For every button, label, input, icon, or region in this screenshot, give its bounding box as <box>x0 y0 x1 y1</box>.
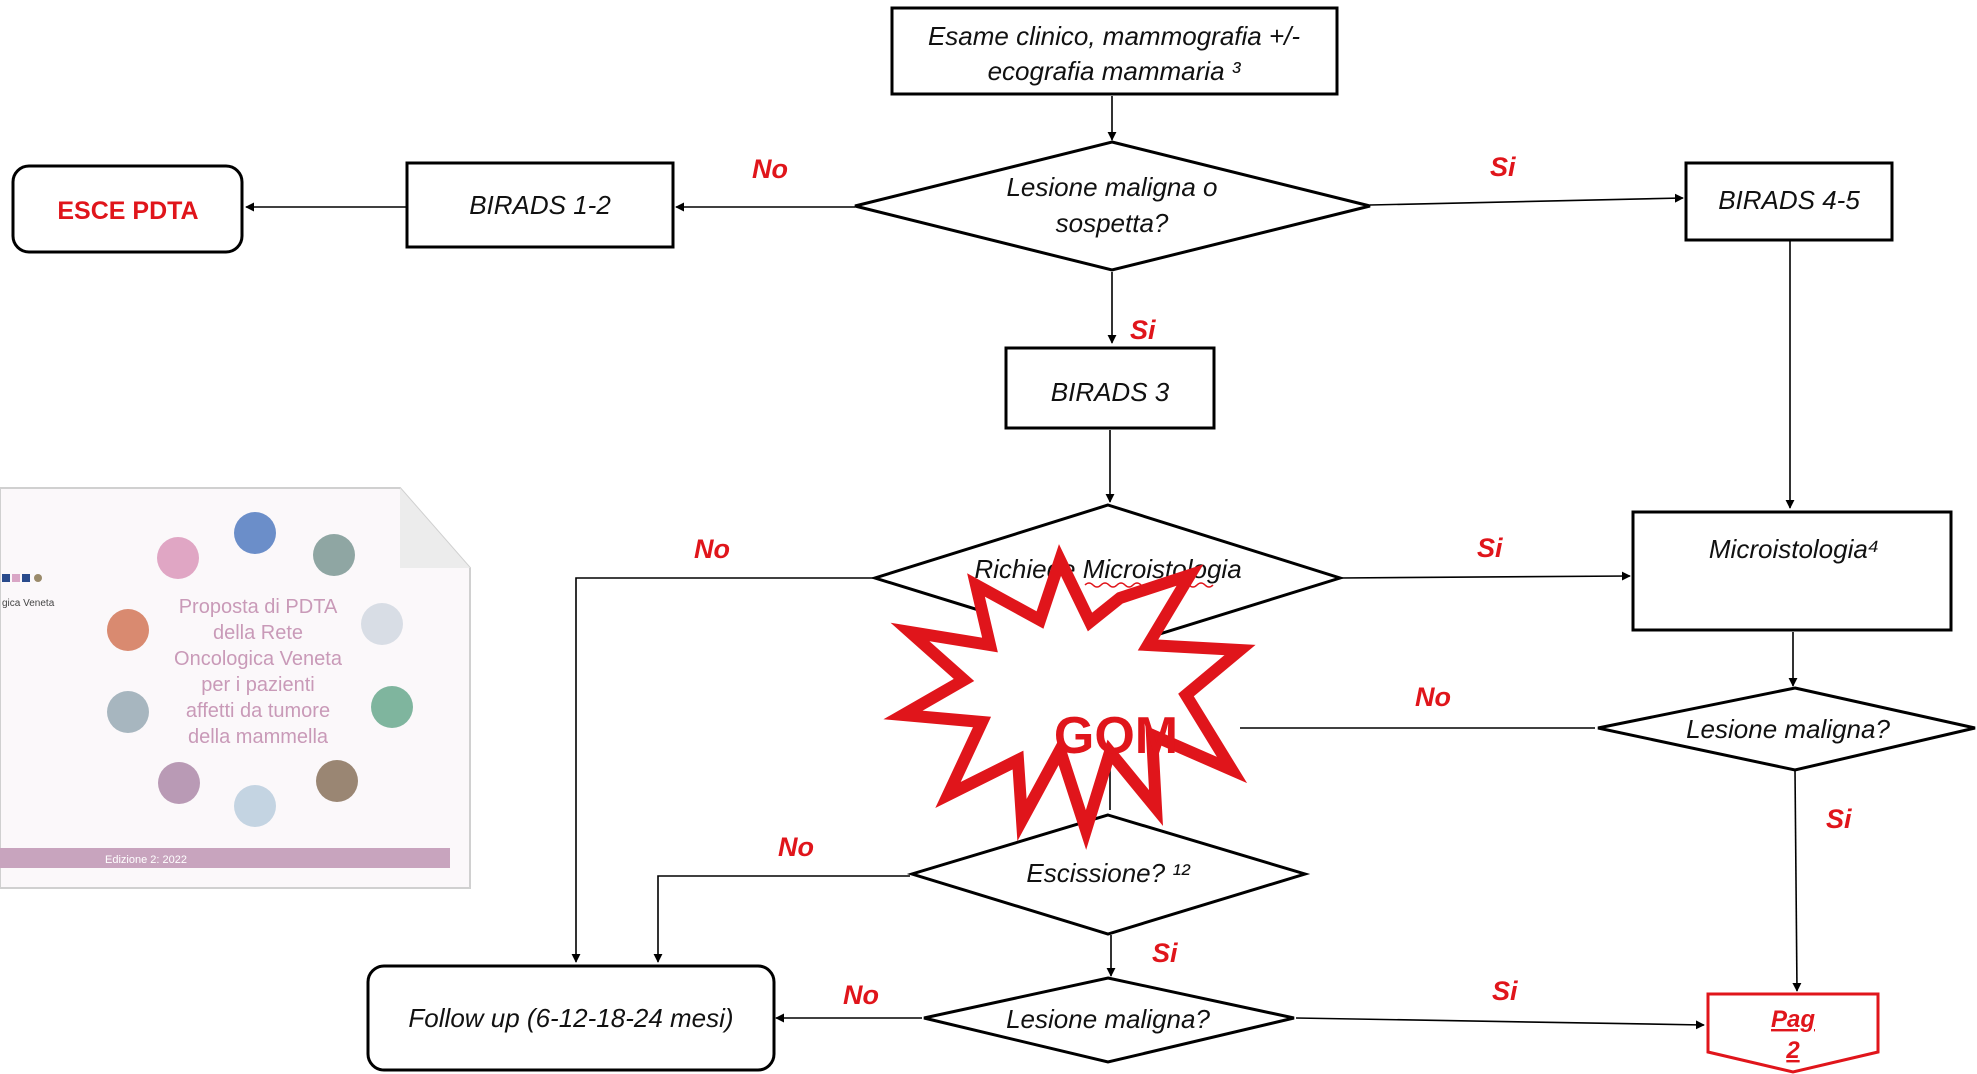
cover-title-line-5: affetti da tumore <box>186 700 330 722</box>
start-box: Esame clinico, mammografia +/- ecografia… <box>890 6 1339 96</box>
birads-1-2-label: BIRADS 1-2 <box>469 190 611 220</box>
decision-malignant-bottom: Lesione maligna? <box>923 976 1295 1064</box>
cover-band <box>0 848 450 868</box>
page-2-connector[interactable]: Pag 2 <box>1706 992 1880 1074</box>
gom-label: GOM <box>1054 707 1178 765</box>
decision-lesion-line-1: Lesione maligna o <box>1006 172 1217 202</box>
cover-edition: Edizione 2: 2022 <box>105 854 187 866</box>
gom-starburst: GOM <box>883 544 1256 850</box>
follow-up-box: Follow up (6-12-18-24 mesi) <box>366 964 776 1072</box>
birads-4-5-box: BIRADS 4-5 <box>1684 161 1894 242</box>
label-no-excision: No <box>778 832 814 862</box>
start-box-line-1: Esame clinico, mammografia +/- <box>928 21 1300 51</box>
label-si-birads45: Si <box>1490 152 1516 182</box>
decision-lesion-line-2: sospetta? <box>1056 208 1169 238</box>
cover-title-line-2: della Rete <box>213 622 303 644</box>
label-no-birads12: No <box>752 154 788 184</box>
decision-excision: Escissione? ¹² <box>906 813 1311 936</box>
decision-lesion-suspect: Lesione maligna o sospetta? <box>854 140 1371 272</box>
decision-malignant-right-label: Lesione maligna? <box>1686 714 1890 744</box>
microistologia-label: Microistologia⁴ <box>1709 534 1879 564</box>
decision-micro-label: Richiede Microistologia <box>974 554 1241 584</box>
branch-labels: No Si Si No Si No Si No Si No Si <box>694 152 1852 1010</box>
label-si-excision: Si <box>1152 938 1178 968</box>
label-no-bottom: No <box>843 980 879 1010</box>
label-si-birads3: Si <box>1130 315 1156 345</box>
birads-3-box: BIRADS 3 <box>1004 346 1216 430</box>
cover-title: Proposta di PDTA della Rete Oncologica V… <box>174 596 343 748</box>
birads-4-5-label: BIRADS 4-5 <box>1718 185 1860 215</box>
cover-title-line-1: Proposta di PDTA <box>179 596 338 618</box>
esce-pdta-box: ESCE PDTA <box>11 164 244 254</box>
label-si-bottom: Si <box>1492 976 1518 1006</box>
decision-malignant-right: Lesione maligna? <box>1597 686 1976 772</box>
pdta-cover-thumbnail: Edizione 2: 2022 gica Veneta Proposta di… <box>0 487 471 889</box>
cover-title-line-6: della mammella <box>188 726 329 748</box>
birads-1-2-box: BIRADS 1-2 <box>405 161 675 249</box>
decision-excision-label: Escissione? ¹² <box>1026 858 1191 888</box>
microistologia-box: Microistologia⁴ <box>1631 510 1953 632</box>
label-si-right: Si <box>1826 804 1852 834</box>
decision-malignant-bottom-label: Lesione maligna? <box>1006 1004 1210 1034</box>
esce-pdta-label: ESCE PDTA <box>57 197 198 225</box>
cover-logo-icon <box>2 574 42 582</box>
label-si-micro: Si <box>1477 533 1503 563</box>
start-box-line-2: ecografia mammaria ³ <box>988 56 1242 86</box>
page-2-label-line-2: 2 <box>1785 1037 1800 1064</box>
follow-up-label: Follow up (6-12-18-24 mesi) <box>408 1003 733 1033</box>
label-no-right: No <box>1415 682 1451 712</box>
cover-title-line-3: Oncologica Veneta <box>174 648 343 670</box>
birads-3-label: BIRADS 3 <box>1051 377 1170 407</box>
label-no-micro: No <box>694 534 730 564</box>
cover-illustration-ring <box>107 512 413 827</box>
cover-logo-text: gica Veneta <box>2 598 55 609</box>
page-2-label-line-1: Pag <box>1771 1006 1815 1033</box>
cover-title-line-4: per i pazienti <box>201 674 314 696</box>
